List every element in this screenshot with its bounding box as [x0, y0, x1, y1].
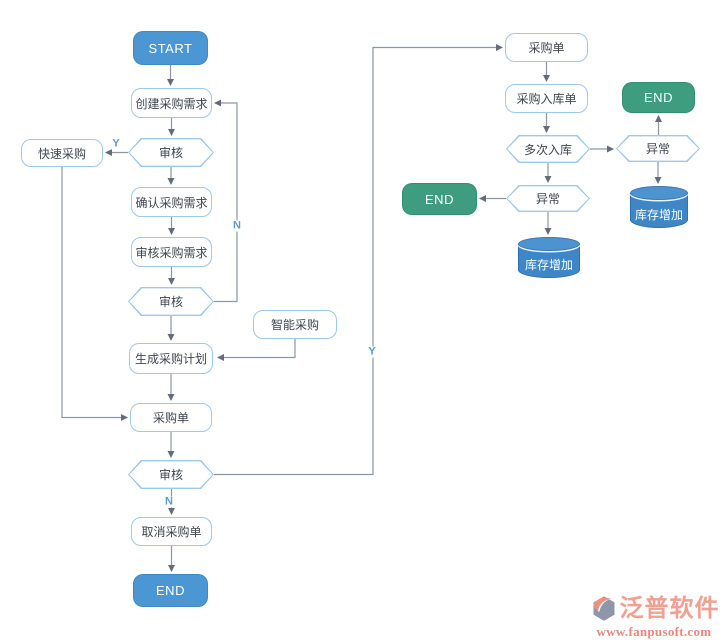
- node-review-decision-2: 审核: [128, 287, 214, 316]
- node-quick-purchase: 快速采购: [21, 139, 103, 167]
- node-label: 生成采购计划: [134, 352, 207, 366]
- node-label: 异常: [535, 192, 560, 206]
- node-label: 采购入库单: [516, 92, 577, 106]
- node-review-purchase-request: 审核采购需求: [131, 237, 212, 267]
- node-start: START: [133, 31, 208, 65]
- hexagon-shape: [128, 460, 214, 489]
- node-end-right: END: [622, 82, 695, 113]
- hexagon-shape: [506, 185, 590, 212]
- node-label: 库存增加: [634, 208, 683, 222]
- node-purchase-order: 采购单: [130, 403, 212, 432]
- node-label: 审核: [158, 295, 183, 309]
- node-abnormal-decision-mid: 异常: [506, 185, 590, 212]
- node-stock-increase-right: 库存增加: [630, 186, 688, 228]
- node-label: 多次入库: [523, 142, 572, 157]
- node-label: 采购单: [528, 41, 565, 55]
- watermark-brand: 泛普软件: [619, 595, 720, 622]
- node-label: 取消采购单: [141, 525, 202, 539]
- node-abnormal-decision-right: 异常: [616, 135, 700, 162]
- hexagon-shape: [616, 135, 700, 162]
- node-purchase-order-2: 采购单: [505, 33, 588, 62]
- node-smart-purchase: 智能采购: [253, 310, 337, 339]
- node-label: 创建采购需求: [135, 96, 208, 111]
- node-label: 异常: [645, 142, 670, 156]
- node-label: 确认采购需求: [135, 195, 208, 210]
- node-multiple-inbound-decision: 多次入库: [506, 135, 590, 163]
- hexagon-shape: [128, 138, 214, 167]
- node-label: 库存增加: [524, 258, 573, 272]
- node-end-mid: END: [402, 183, 477, 215]
- cylinder-top: [518, 237, 580, 251]
- node-label: 采购单: [152, 411, 189, 425]
- node-create-purchase-request: 创建采购需求: [131, 88, 212, 118]
- branch-label-yes: Y: [111, 137, 121, 150]
- node-label: END: [425, 191, 454, 207]
- cylinder-top: [630, 186, 688, 200]
- node-cancel-purchase-order: 取消采购单: [131, 517, 212, 546]
- hexagon-shape: [506, 135, 590, 163]
- hexagon-shape: [128, 287, 214, 316]
- branch-label-no: N: [164, 495, 174, 508]
- node-label: 智能采购: [270, 318, 319, 332]
- fanpu-logo-icon: [592, 596, 614, 621]
- node-label: 审核: [158, 468, 183, 482]
- node-review-decision-1: 审核: [128, 138, 214, 167]
- node-label: START: [148, 40, 193, 56]
- node-label: END: [644, 90, 673, 105]
- watermark: 泛普软件 www.fanpusoft.com: [587, 595, 721, 638]
- node-label: 快速采购: [37, 146, 86, 161]
- branch-label-no: N: [232, 219, 242, 232]
- node-label: 审核采购需求: [135, 245, 208, 260]
- node-confirm-purchase-request: 确认采购需求: [131, 187, 212, 217]
- node-purchase-inbound-order: 采购入库单: [505, 84, 588, 113]
- node-review-decision-3: 审核: [128, 460, 214, 489]
- node-stock-increase-mid: 库存增加: [518, 237, 580, 278]
- branch-label-yes: Y: [367, 345, 377, 358]
- watermark-url: www.fanpusoft.com: [596, 624, 712, 639]
- node-label: END: [156, 583, 185, 598]
- node-end-main: END: [133, 574, 208, 607]
- node-generate-purchase-plan: 生成采购计划: [129, 343, 213, 374]
- node-label: 审核: [158, 146, 183, 160]
